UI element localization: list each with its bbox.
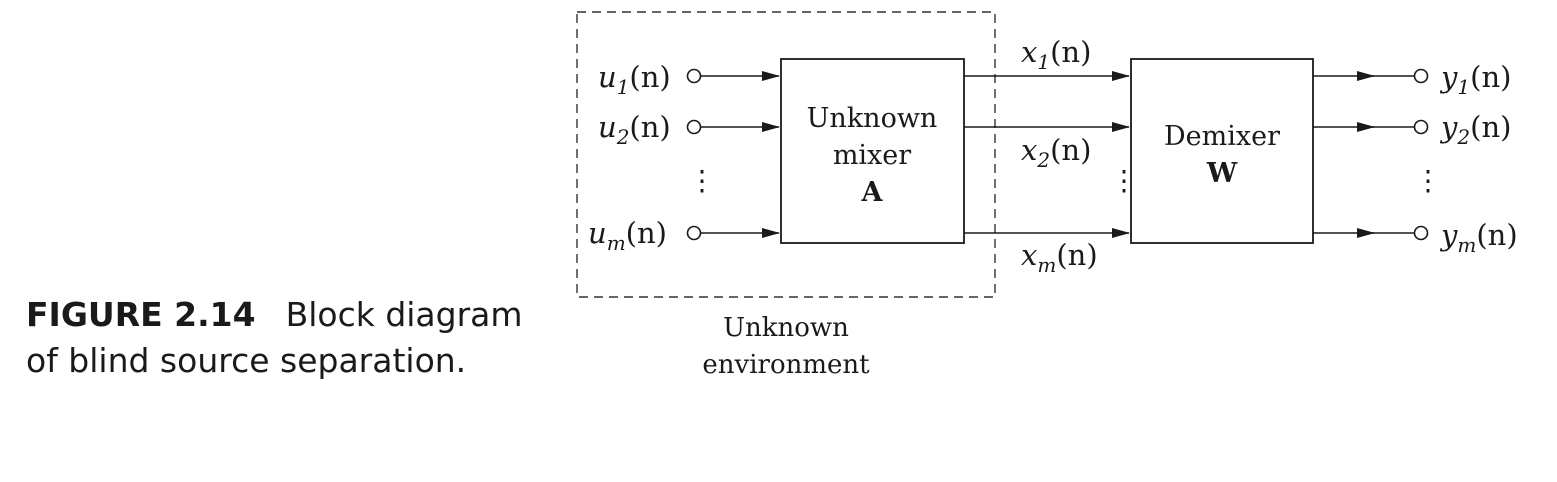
environment-label-line1: Unknown bbox=[723, 313, 849, 343]
caption-text-line1: Block diagram bbox=[285, 295, 523, 334]
input-terminal-1 bbox=[686, 68, 702, 84]
caption-text-line2: of blind source separation. bbox=[26, 341, 467, 380]
output-terminal-2 bbox=[1413, 119, 1429, 135]
figure-caption: FIGURE 2.14 Block diagram of blind source… bbox=[26, 292, 566, 384]
demixer-block bbox=[1130, 58, 1314, 244]
unknown-environment-boundary bbox=[576, 11, 996, 298]
output-label-y1: y1(n) bbox=[1439, 60, 1511, 99]
output-terminal-1 bbox=[1413, 68, 1429, 84]
output-terminal-m bbox=[1413, 225, 1429, 241]
demixer-matrix-label: W bbox=[1206, 158, 1238, 189]
demixer-label: Demixer bbox=[1164, 121, 1280, 152]
mixed-label-x2: x2(n) bbox=[1021, 133, 1091, 172]
mixed-ellipsis: ⋮ bbox=[1110, 164, 1138, 197]
output-ellipsis: ⋮ bbox=[1414, 164, 1442, 197]
input-ellipsis: ⋮ bbox=[688, 164, 716, 197]
input-terminal-2 bbox=[686, 119, 702, 135]
mixer-label-line1: Unknown bbox=[807, 103, 938, 134]
input-label-u2: u2(n) bbox=[598, 110, 671, 149]
mixed-label-x1: x1(n) bbox=[1021, 35, 1091, 74]
input-terminal-m bbox=[686, 225, 702, 241]
mixer-label-line2: mixer bbox=[833, 140, 911, 171]
mixer-matrix-label: A bbox=[861, 177, 884, 208]
output-label-ym: ym(n) bbox=[1439, 218, 1518, 257]
environment-label-line2: environment bbox=[702, 350, 870, 380]
input-label-um: um(n) bbox=[588, 216, 667, 255]
output-label-y2: y2(n) bbox=[1439, 110, 1511, 149]
figure-label: FIGURE 2.14 bbox=[26, 295, 256, 334]
input-label-u1: u1(n) bbox=[598, 60, 671, 99]
mixed-label-xm: xm(n) bbox=[1021, 238, 1098, 277]
unknown-mixer-block bbox=[780, 58, 965, 244]
